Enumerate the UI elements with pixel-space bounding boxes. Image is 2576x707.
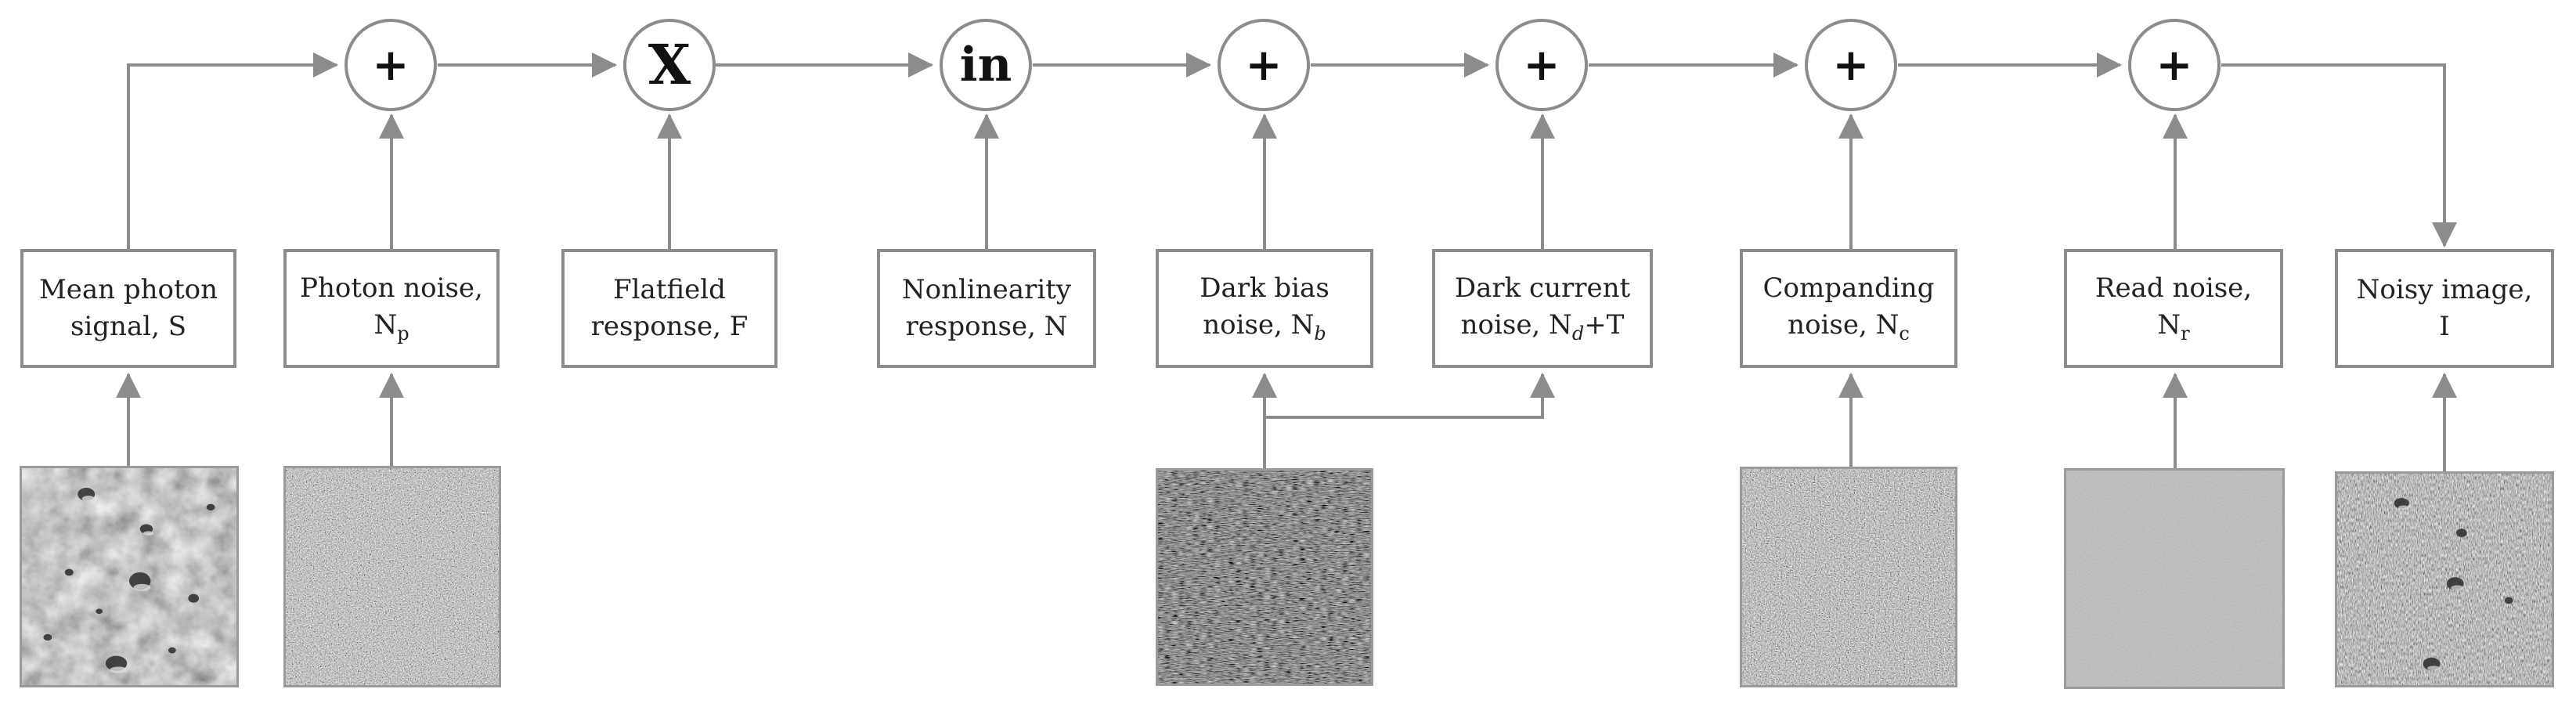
subscript: r [2181,322,2190,344]
read-noise-image [2064,468,2285,689]
dark-noise-image-to-current-arrow [1265,373,1555,419]
box-line-2: response, N [905,311,1068,342]
sum-operator-4: + [1805,19,1897,111]
companding-noise-image [1740,467,1957,687]
sum-operator-1: + [345,19,437,111]
sum-operator-3: + [1495,19,1588,111]
sum-operator-5: + [2128,19,2221,111]
operator-symbol: + [1523,39,1560,91]
companding-noise-box: Companding noise, Nc [1740,249,1957,368]
box-line-2-tail: +T [1584,308,1625,341]
subscript: d [1571,322,1585,344]
box-line-2: signal, S [70,311,187,342]
sum-operator-2: + [1218,19,1310,111]
box-line-2: noise, Nb [1203,307,1326,347]
nonlinearity-response-box: Nonlinearity response, N [877,249,1096,368]
box-line-1: Dark bias [1200,272,1329,304]
box-line-2-main: N [2157,308,2181,341]
box-line-1: Photon noise, [300,272,483,304]
operator-symbol: in [959,38,1012,92]
operator-symbol: X [648,32,691,97]
box-line-2-main: noise, N [1788,308,1900,341]
box-line-2: response, F [590,311,749,342]
nonlinearity-operator: in [940,19,1032,111]
subscript: c [1899,322,1910,344]
box-line-1: Flatfield [613,274,726,306]
operator-symbol: + [1245,39,1283,91]
operator-symbol: + [2156,39,2193,91]
dark-bias-noise-box: Dark bias noise, Nb [1156,249,1373,368]
box-line-1: Read noise, [2094,272,2253,304]
read-noise-box: Read noise, Nr [2064,249,2283,368]
box-line-1: Mean photon [38,274,218,306]
op7-to-noisy-image-arrow [2221,63,2457,247]
box-line-1: Dark current [1454,272,1631,304]
noisy-output-image [2335,471,2554,687]
lunar-surface-image [20,466,239,687]
box-line-2-main: noise, N [1460,308,1572,341]
signal-to-op1-arrow [127,52,338,249]
flatfield-response-box: Flatfield response, F [561,249,777,368]
box-line-2: I [2439,311,2450,342]
subscript: b [1314,322,1326,344]
box-line-1: Nonlinearity [901,274,1072,306]
subscript: p [397,322,409,344]
photon-noise-image [283,466,501,687]
box-line-2: Np [373,307,409,347]
mean-photon-signal-box: Mean photon signal, S [20,249,236,368]
box-line-2: Nr [2157,307,2189,347]
box-line-2-main: N [373,308,398,341]
box-line-2: noise, Nc [1788,307,1910,347]
box-line-1: Companding [1762,272,1935,304]
box-line-1: Noisy image, [2356,274,2533,306]
dark-current-noise-box: Dark current noise, Nd+T [1432,249,1653,368]
multiply-operator: X [623,19,716,111]
operator-symbol: + [372,39,409,91]
photon-noise-box: Photon noise, Np [283,249,500,368]
box-line-2-main: noise, N [1203,308,1315,341]
noisy-image-box: Noisy image, I [2335,249,2554,368]
operator-symbol: + [1832,39,1870,91]
dark-noise-image [1156,468,1373,686]
box-line-2: noise, Nd+T [1461,307,1625,347]
